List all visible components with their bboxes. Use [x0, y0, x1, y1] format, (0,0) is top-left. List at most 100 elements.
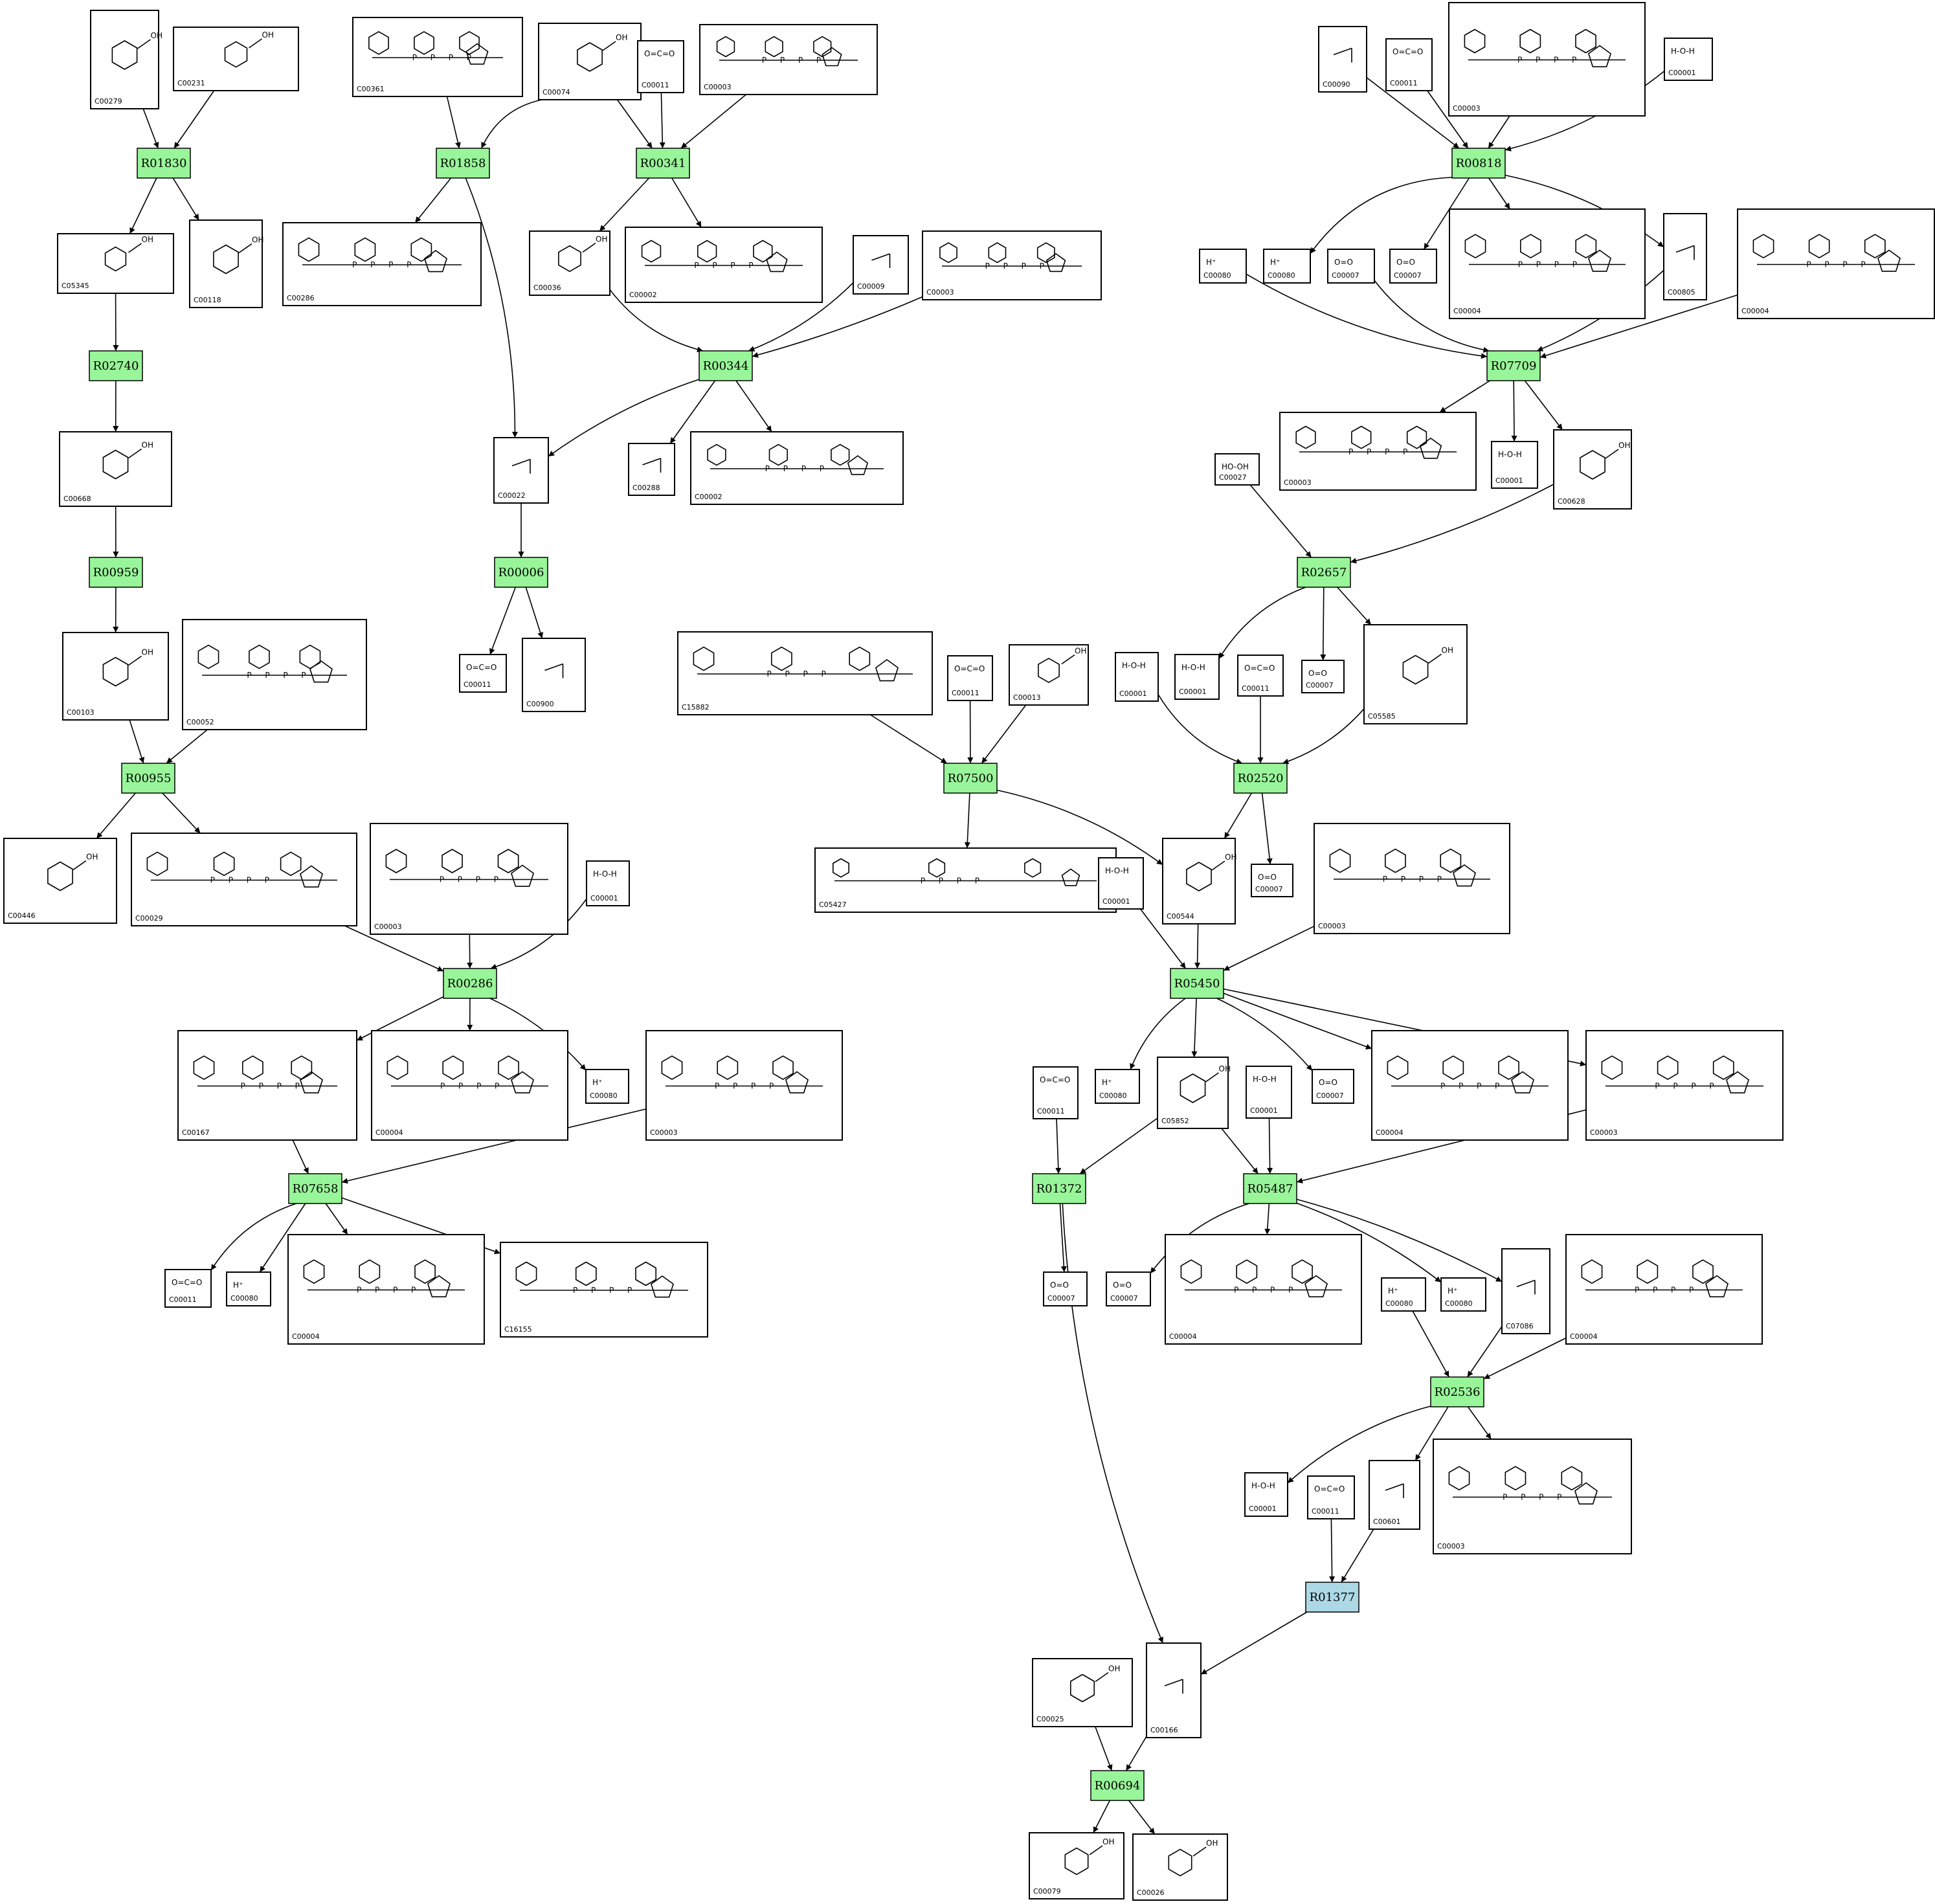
compound-node[interactable]: C00805 — [1663, 213, 1707, 300]
reaction-node[interactable]: R05450 — [1170, 968, 1224, 999]
compound-node[interactable]: C00166 — [1146, 1642, 1202, 1738]
compound-node[interactable]: H⁺C00080 — [226, 1271, 271, 1306]
reaction-node[interactable]: R00286 — [443, 968, 497, 999]
compound-node[interactable]: C00090 — [1318, 26, 1367, 93]
reaction-node[interactable]: R07709 — [1486, 350, 1541, 381]
compound-node[interactable]: H⁺C00080 — [1095, 1069, 1140, 1104]
compound-node[interactable]: C00601 — [1369, 1460, 1420, 1530]
reaction-node[interactable]: R07500 — [943, 763, 998, 794]
reaction-node[interactable]: R00959 — [89, 557, 143, 588]
reaction-node[interactable]: R00006 — [494, 557, 548, 588]
reaction-node[interactable]: R01377 — [1305, 1582, 1359, 1613]
reaction-node[interactable]: R01372 — [1032, 1173, 1086, 1204]
compound-node[interactable]: C00900 — [522, 638, 586, 712]
reaction-node[interactable]: R00341 — [636, 148, 690, 179]
compound-node[interactable]: H⁺C00080 — [1381, 1277, 1426, 1312]
compound-node[interactable]: C07086 — [1501, 1248, 1550, 1334]
compound-node[interactable]: H⁺C00080 — [1199, 249, 1247, 284]
compound-node[interactable]: H⁺C00080 — [1263, 249, 1311, 284]
compound-node[interactable]: H⁺C00080 — [585, 1069, 629, 1104]
compound-node[interactable]: C00009 — [853, 235, 909, 295]
reaction-node[interactable]: R02536 — [1430, 1376, 1484, 1407]
reaction-node[interactable]: R02520 — [1233, 763, 1288, 794]
reaction-node[interactable]: R05487 — [1243, 1173, 1297, 1204]
reaction-node[interactable]: R01830 — [137, 148, 191, 179]
compound-node[interactable]: H⁺C00080 — [1440, 1277, 1486, 1312]
reaction-node[interactable]: R07658 — [288, 1173, 342, 1204]
compound-node[interactable]: C00022 — [493, 437, 549, 504]
reaction-node[interactable]: R00818 — [1451, 148, 1506, 179]
reaction-node[interactable]: R02657 — [1297, 557, 1351, 588]
reaction-node[interactable]: R00344 — [699, 350, 753, 381]
reaction-node[interactable]: R00694 — [1090, 1770, 1145, 1801]
compound-node[interactable]: C00288 — [628, 443, 675, 496]
reaction-node[interactable]: R01858 — [436, 148, 490, 179]
